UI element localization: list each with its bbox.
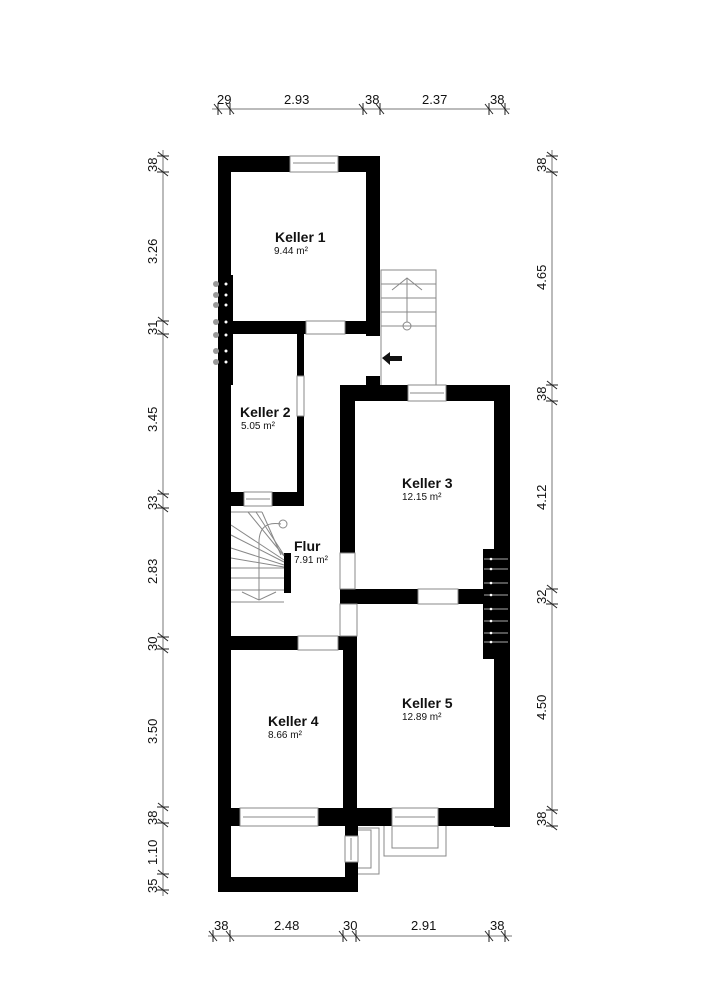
dim-top-4: 38 <box>490 92 504 107</box>
dim-left-6: 30 <box>145 637 160 651</box>
dim-right-0: 38 <box>534 158 549 172</box>
room-name: Keller 2 <box>240 404 291 420</box>
room-name: Flur <box>294 538 321 554</box>
room-name: Keller 3 <box>402 475 453 491</box>
dim-bottom-3: 2.91 <box>411 918 436 933</box>
stair-start-circle-icon <box>402 321 412 331</box>
room-name: Keller 5 <box>402 695 453 711</box>
door-opening-keller-5 <box>417 588 459 605</box>
door-opening-keller-3 <box>339 552 356 590</box>
entrance-arrow-icon <box>382 352 402 365</box>
dim-left-9: 1.10 <box>145 840 160 865</box>
dim-left-3: 3.45 <box>145 407 160 432</box>
outdoor-stairs <box>380 269 437 391</box>
room-keller-2: Keller 2 5.05 m² <box>240 404 291 432</box>
room-flur: Flur 7.91 m² <box>294 538 329 566</box>
dim-left-4: 33 <box>145 496 160 510</box>
dim-top-0: 29 <box>217 92 231 107</box>
dim-left-5: 2.83 <box>145 559 160 584</box>
dim-right-4: 32 <box>534 590 549 604</box>
dim-left-2: 31 <box>145 321 160 335</box>
dimension-chain-top: 29 2.93 38 2.37 38 <box>212 92 510 115</box>
dim-bottom-2: 30 <box>343 918 357 933</box>
dim-top-1: 2.93 <box>284 92 309 107</box>
room-area: 7.91 m² <box>294 555 329 566</box>
dim-top-3: 2.37 <box>422 92 447 107</box>
dim-right-1: 4.65 <box>534 265 549 290</box>
dim-bottom-4: 38 <box>490 918 504 933</box>
walls <box>218 156 510 892</box>
dimension-chain-left: 38 3.26 31 3.45 33 2.83 30 3.50 38 1.10 … <box>145 150 169 896</box>
windows <box>239 155 459 875</box>
room-area: 12.89 m² <box>402 712 442 723</box>
dim-bottom-0: 38 <box>214 918 228 933</box>
dim-right-5: 4.50 <box>534 695 549 720</box>
dim-left-7: 3.50 <box>145 719 160 744</box>
room-area: 12.15 m² <box>402 492 442 503</box>
room-name: Keller 1 <box>275 229 326 245</box>
room-name: Keller 4 <box>268 713 319 729</box>
pipes-left <box>213 275 233 385</box>
stair-arrow-icon <box>241 591 277 601</box>
room-keller-4: Keller 4 8.66 m² <box>268 713 319 741</box>
dim-right-3: 4.12 <box>534 485 549 510</box>
dim-top-2: 38 <box>365 92 379 107</box>
dimension-chain-right: 38 4.65 38 4.12 32 4.50 38 <box>534 150 558 831</box>
dim-left-1: 3.26 <box>145 239 160 264</box>
interior-staircase <box>230 511 288 603</box>
room-area: 5.05 m² <box>241 421 276 432</box>
dim-bottom-1: 2.48 <box>274 918 299 933</box>
dim-left-0: 38 <box>145 158 160 172</box>
room-keller-1: Keller 1 9.44 m² <box>274 229 326 257</box>
room-keller-5: Keller 5 12.89 m² <box>402 695 453 723</box>
room-area: 9.44 m² <box>274 246 309 257</box>
door-opening-keller-1 <box>305 320 346 335</box>
dim-left-10: 35 <box>145 879 160 893</box>
dim-right-6: 38 <box>534 812 549 826</box>
room-keller-3: Keller 3 12.15 m² <box>402 475 453 503</box>
pipes-right <box>483 549 510 659</box>
dim-left-8: 38 <box>145 811 160 825</box>
room-area: 8.66 m² <box>268 730 303 741</box>
stair-start-circle-icon <box>278 519 288 529</box>
dim-right-2: 38 <box>534 387 549 401</box>
dimension-chain-bottom: 38 2.48 30 2.91 38 <box>208 918 512 942</box>
door-opening-keller-4 <box>297 635 339 651</box>
